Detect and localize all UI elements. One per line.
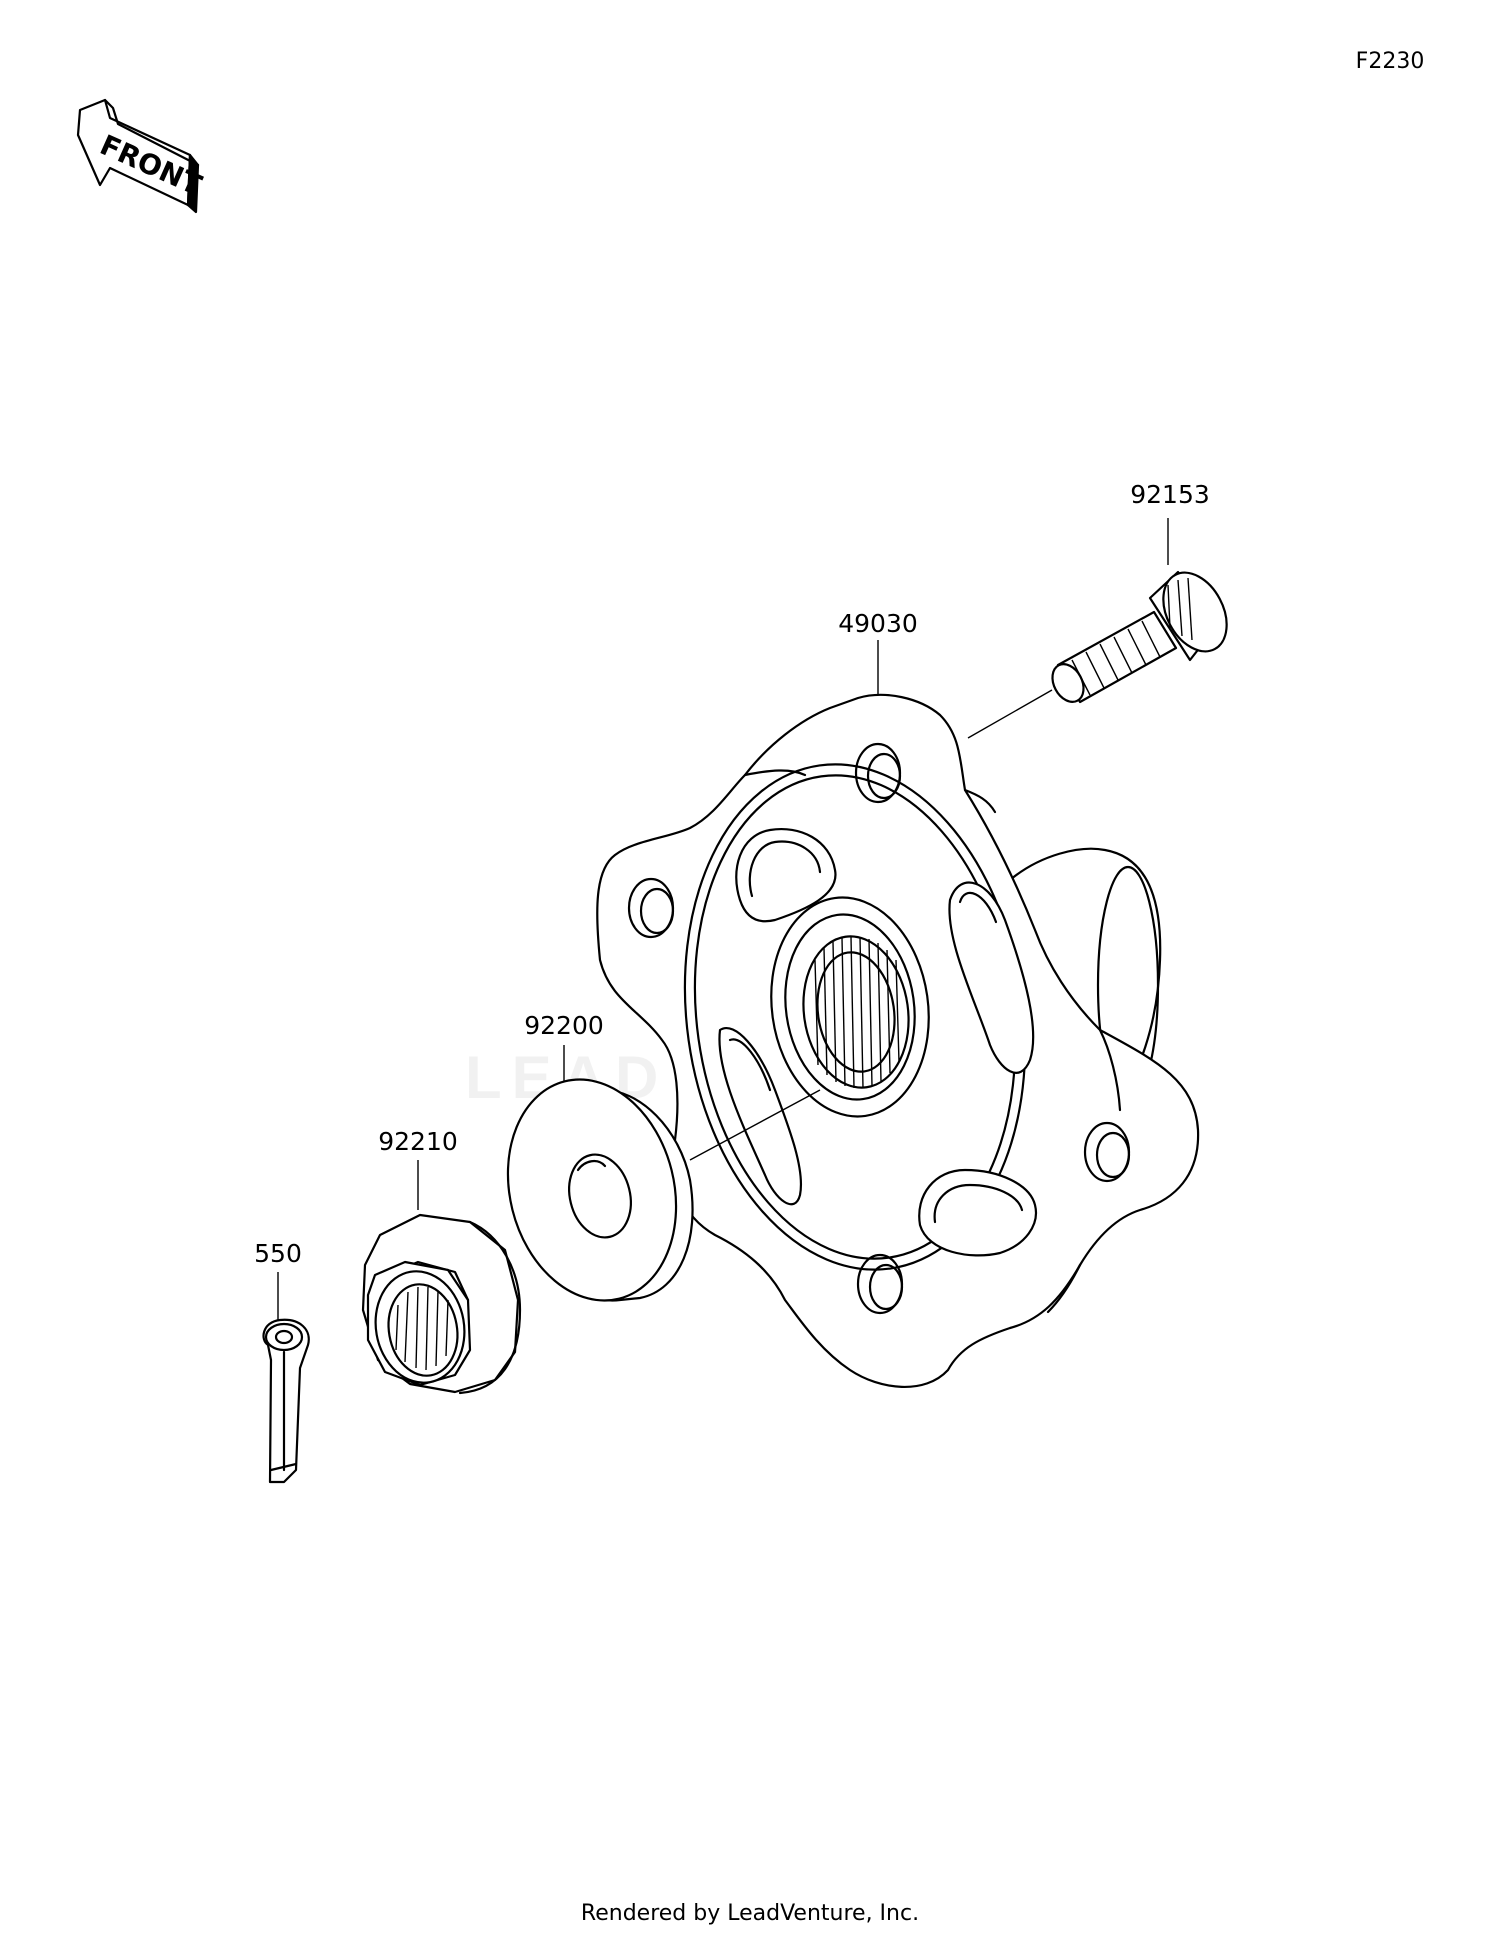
part-label-49030: 49030 [838,609,918,638]
castle-nut: 92210 [361,1127,522,1395]
part-label-92200: 92200 [524,1011,604,1040]
figure-id: F2230 [1356,49,1425,74]
wheel-stud-bolt: 92153 [967,480,1228,739]
footer-credit: Rendered by LeadVenture, Inc. [581,1901,919,1926]
part-label-550: 550 [254,1239,302,1268]
wheel-hub: 49030 [596,609,1200,1389]
part-label-92153: 92153 [1130,480,1210,509]
cotter-pin: 550 [254,1239,310,1484]
front-arrow-icon: FRONT [76,98,206,214]
part-label-92210: 92210 [378,1127,458,1156]
washer: 92200 [506,1011,821,1302]
